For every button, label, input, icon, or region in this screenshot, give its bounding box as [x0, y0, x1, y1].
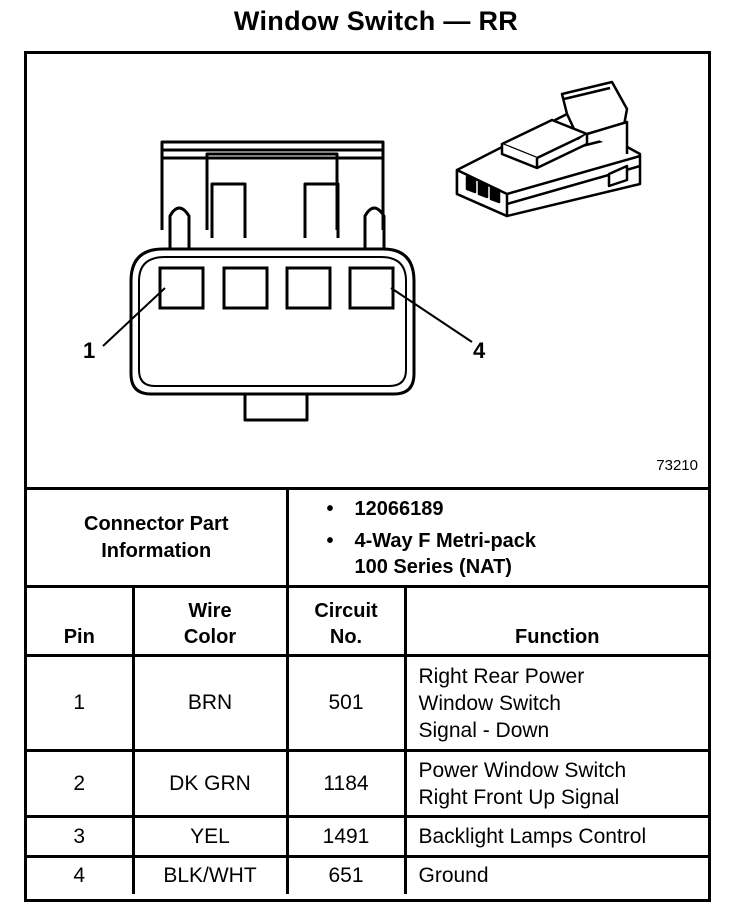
header-pin: Pin — [27, 585, 133, 656]
table-row: 4 BLK/WHT 651 Ground — [27, 855, 708, 894]
header-pin-label: Pin — [63, 626, 95, 648]
circuit-number: 651 — [285, 855, 405, 894]
connector-type-line: 4-Way F Metri-pack — [354, 530, 537, 552]
wire-color: YEL — [131, 815, 287, 857]
cavity-1 — [158, 266, 205, 310]
function-line: Window Switch — [418, 691, 561, 715]
pin-number: 4 — [27, 855, 133, 894]
figure-code: 73210 — [656, 457, 698, 474]
header-wire-color-label: Wire — [188, 600, 232, 622]
latch-tab-right — [303, 182, 340, 238]
connector-frame: 1 4 73210 Connector Part Information 120… — [24, 51, 711, 902]
connector-isometric-view — [455, 80, 642, 218]
cavity-4 — [348, 266, 395, 310]
latch-housing-outline — [160, 140, 385, 230]
wire-color: DK GRN — [131, 749, 287, 817]
connector-info-label-line: Connector Part — [84, 512, 229, 535]
header-function-label: Function — [515, 626, 600, 648]
circuit-number: 501 — [285, 654, 405, 751]
pin-number: 1 — [27, 654, 133, 751]
pin-table: Pin Wire Color Circuit No. Function 1 BR… — [27, 585, 708, 894]
function-line: Right Rear Power — [418, 664, 585, 688]
table-row: 1 BRN 501 Right Rear Power Window Switch… — [27, 654, 708, 751]
wire-color: BLK/WHT — [131, 855, 287, 894]
header-circuit: Circuit No. — [285, 585, 405, 656]
header-function: Function — [403, 585, 708, 656]
connector-illustration — [102, 80, 642, 422]
function-cell: Power Window Switch Right Front Up Signa… — [403, 749, 708, 817]
callout-leader-1 — [102, 287, 166, 347]
cavity-2 — [222, 266, 269, 310]
connector-type-item: 4-Way F Metri-pack 100 Series (NAT) — [327, 528, 709, 580]
table-row: 3 YEL 1491 Backlight Lamps Control — [27, 815, 708, 857]
post-left — [168, 206, 191, 249]
function-cell: Right Rear Power Window Switch Signal - … — [403, 654, 708, 751]
part-number-item: 12066189 — [327, 496, 709, 522]
table-row: 2 DK GRN 1184 Power Window Switch Right … — [27, 749, 708, 817]
header-wire-color-label: Color — [183, 626, 237, 648]
post-right — [363, 206, 386, 249]
circuit-number: 1491 — [285, 815, 405, 857]
connector-body — [129, 247, 416, 396]
connector-info-table: Connector Part Information 12066189 4-Wa… — [27, 487, 708, 585]
pin-number: 3 — [27, 815, 133, 857]
function-line: Ground — [418, 864, 489, 888]
function-cell: Backlight Lamps Control — [403, 815, 708, 857]
latch-tab-left — [210, 182, 247, 238]
pin-table-header-row: Pin Wire Color Circuit No. Function — [27, 585, 708, 656]
connector-face-view — [129, 140, 416, 422]
function-line: Signal - Down — [418, 718, 550, 742]
header-circuit-label: Circuit — [314, 600, 378, 622]
connector-info-list: 12066189 4-Way F Metri-pack 100 Series (… — [285, 487, 709, 585]
polarizing-key — [243, 394, 309, 422]
function-cell: Ground — [403, 855, 708, 894]
function-line: Power Window Switch — [418, 758, 627, 782]
cavity-3 — [285, 266, 332, 310]
header-wire-color: Wire Color — [131, 585, 287, 656]
pin-callout-1: 1 — [83, 338, 96, 363]
wire-color: BRN — [131, 654, 287, 751]
connector-info-label-line: Information — [101, 539, 212, 562]
connector-type-line: 100 Series (NAT) — [354, 556, 512, 578]
callout-leader-4 — [390, 287, 473, 343]
function-line: Backlight Lamps Control — [418, 825, 647, 848]
connector-figure: 1 4 73210 — [27, 54, 708, 487]
circuit-number: 1184 — [285, 749, 405, 817]
pin-callout-4: 4 — [473, 338, 486, 363]
part-number: 12066189 — [354, 498, 444, 520]
cavity-group — [158, 266, 395, 310]
header-circuit-label: No. — [329, 626, 363, 648]
diagram-title: Window Switch — RR — [233, 6, 519, 36]
pin-number: 2 — [27, 749, 133, 817]
connector-info-label: Connector Part Information — [27, 487, 287, 585]
function-line: Right Front Up Signal — [418, 785, 620, 809]
latch-window — [205, 152, 339, 230]
